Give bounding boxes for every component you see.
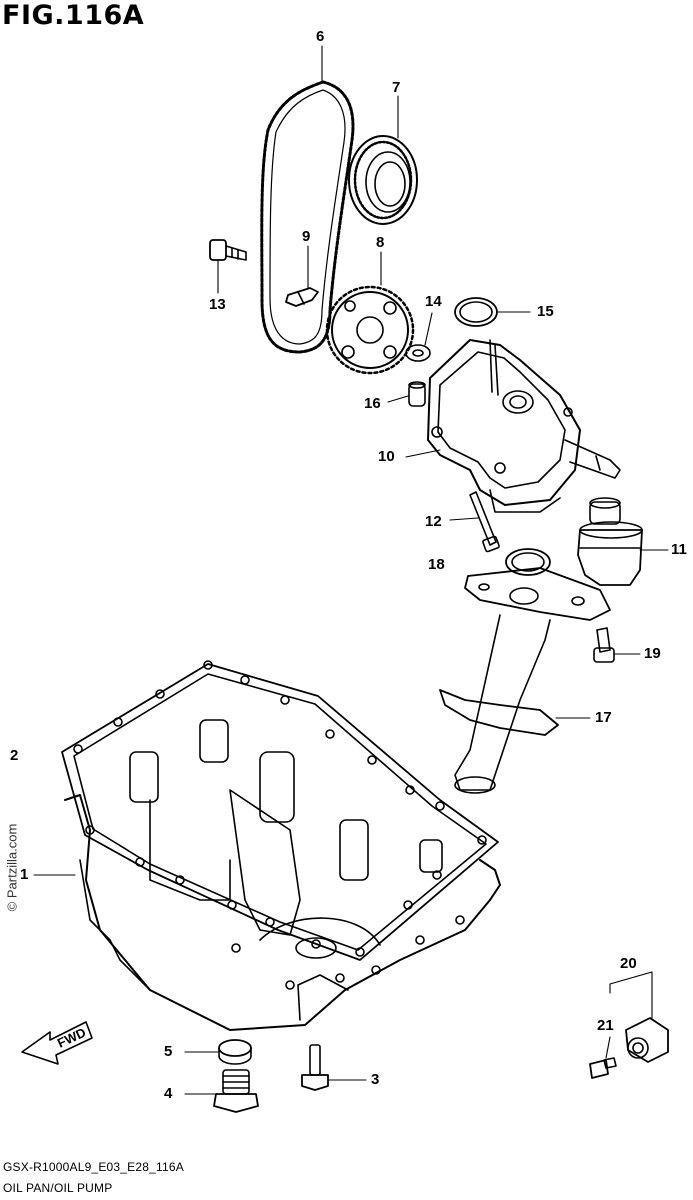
callout-6: 6 xyxy=(316,28,325,45)
callout-9: 9 xyxy=(302,228,311,245)
bolt-13-part xyxy=(209,239,247,261)
washer-14-part xyxy=(405,344,431,362)
fwd-arrow-icon xyxy=(21,1021,93,1065)
callout-21: 21 xyxy=(597,1017,614,1034)
callout-17: 17 xyxy=(595,709,612,726)
drive-chain-part xyxy=(260,80,355,354)
drain-plug-4-part xyxy=(213,1069,259,1113)
footer-section-name: OIL PAN/OIL PUMP xyxy=(3,1181,113,1195)
driven-sprocket-part xyxy=(348,135,418,225)
bolt-12-part xyxy=(469,491,500,553)
callout-4: 4 xyxy=(164,1085,173,1102)
callout-14: 14 xyxy=(425,293,442,310)
figure-title: FIG.116A xyxy=(2,0,145,31)
dowel-pin-16-part xyxy=(408,381,426,407)
callout-7: 7 xyxy=(392,79,401,96)
callout-2: 2 xyxy=(10,747,19,764)
regulator-11-part xyxy=(577,497,643,586)
callout-8: 8 xyxy=(376,234,385,251)
callout-12: 12 xyxy=(425,513,442,530)
o-ring-18-part xyxy=(505,548,551,576)
gasket-5-part xyxy=(218,1039,252,1065)
pump-gear-part xyxy=(325,285,415,375)
oil-strainer-17-part xyxy=(439,567,611,794)
bolt-19-part xyxy=(593,627,615,663)
pin-part xyxy=(285,287,319,307)
watermark: © Partzilla.com xyxy=(4,823,20,912)
callout-16: 16 xyxy=(364,395,381,412)
footer-model-code: GSX-R1000AL9_E03_E28_116A xyxy=(3,1160,184,1174)
callout-20: 20 xyxy=(620,955,637,972)
callout-19: 19 xyxy=(644,645,661,662)
callout-18: 18 xyxy=(428,556,445,573)
oil-pan-1-part xyxy=(64,719,501,1031)
callout-10: 10 xyxy=(378,448,395,465)
callout-5: 5 xyxy=(164,1043,173,1060)
o-ring-15-part xyxy=(454,297,498,327)
gasket-2-part xyxy=(61,660,499,961)
callout-3: 3 xyxy=(371,1071,380,1088)
leader-lines xyxy=(33,45,669,1095)
oil-pump-part xyxy=(427,339,621,513)
callout-13: 13 xyxy=(209,296,226,313)
callout-1: 1 xyxy=(20,866,29,883)
pressure-switch-20-part xyxy=(625,1017,669,1063)
callout-11: 11 xyxy=(671,541,687,558)
callout-15: 15 xyxy=(537,303,554,320)
bolt-3-part xyxy=(301,1044,329,1091)
screw-21-part xyxy=(589,1057,617,1079)
